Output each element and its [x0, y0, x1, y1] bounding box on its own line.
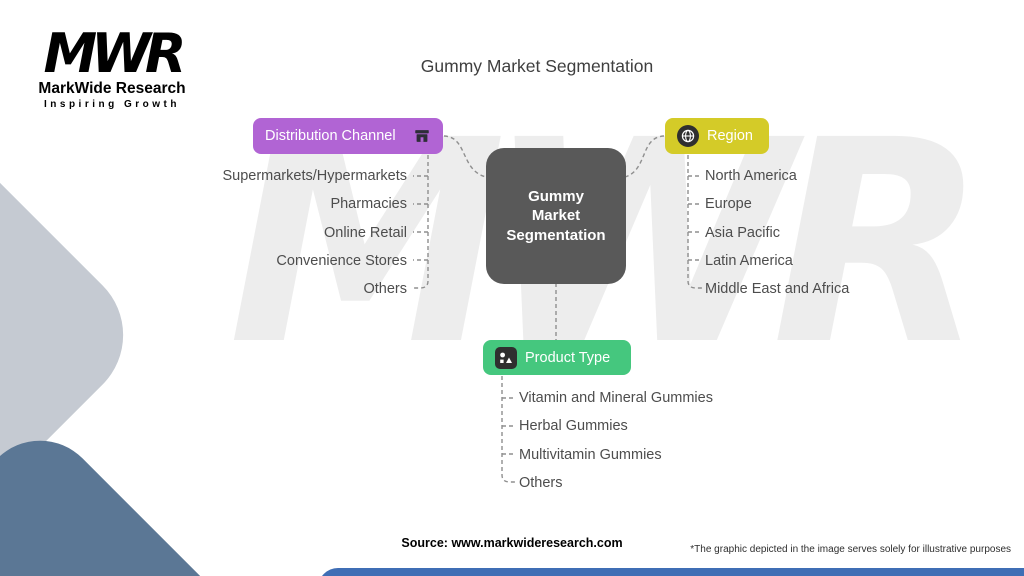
logo-letters: MWR [43, 22, 187, 85]
bottom-accent-bar [318, 568, 1024, 576]
list-item: Others [363, 281, 407, 298]
list-item: Vitamin and Mineral Gummies [519, 390, 713, 406]
branch-product-type: Product Type [483, 340, 631, 375]
product-type-list: Vitamin and Mineral Gummies Herbal Gummi… [519, 384, 713, 497]
branch-distribution-channel: Distribution Channel [253, 118, 443, 154]
list-item: Online Retail [323, 224, 407, 241]
disclaimer-text: *The graphic depicted in the image serve… [690, 544, 1011, 555]
list-item: Multivitamin Gummies [519, 446, 662, 463]
globe-icon [677, 125, 699, 147]
list-item: North America [705, 168, 797, 184]
source-url: www.markwideresearch.com [451, 536, 623, 550]
source-text: Source: www.markwideresearch.com [0, 536, 1024, 550]
branch-label: Product Type [525, 349, 611, 366]
markwide-logo: MWR MarkWide Research Inspiring Growth [26, 22, 198, 111]
page-title: Gummy Market Segmentation [420, 56, 654, 76]
product-type-icon [495, 346, 517, 369]
list-item: Asia Pacific [705, 224, 780, 241]
list-item: Latin America [705, 252, 793, 269]
list-item: Middle East and Africa [705, 281, 850, 298]
center-node-label: Gummy Market Segmentation [506, 187, 606, 244]
branch-region: Region [665, 118, 769, 154]
storefront-icon [413, 127, 431, 145]
logo-name: MarkWide Research [38, 80, 186, 98]
distribution-channel-list: Supermarkets/Hypermarkets Pharmacies Onl… [222, 162, 407, 303]
list-item: Europe [705, 196, 752, 213]
list-item: Herbal Gummies [519, 418, 628, 435]
logo-tagline: Inspiring Growth [44, 99, 180, 111]
list-item: Convenience Stores [276, 252, 407, 269]
list-item: Others [519, 474, 563, 491]
center-node: Gummy Market Segmentation [486, 148, 626, 284]
source-label: Source: [401, 536, 448, 550]
list-item: Supermarkets/Hypermarkets [222, 168, 407, 184]
branch-label: Region [707, 128, 753, 144]
branch-label: Distribution Channel [265, 128, 396, 144]
list-item: Pharmacies [330, 196, 407, 213]
region-list: North America Europe Asia Pacific Latin … [705, 162, 849, 303]
